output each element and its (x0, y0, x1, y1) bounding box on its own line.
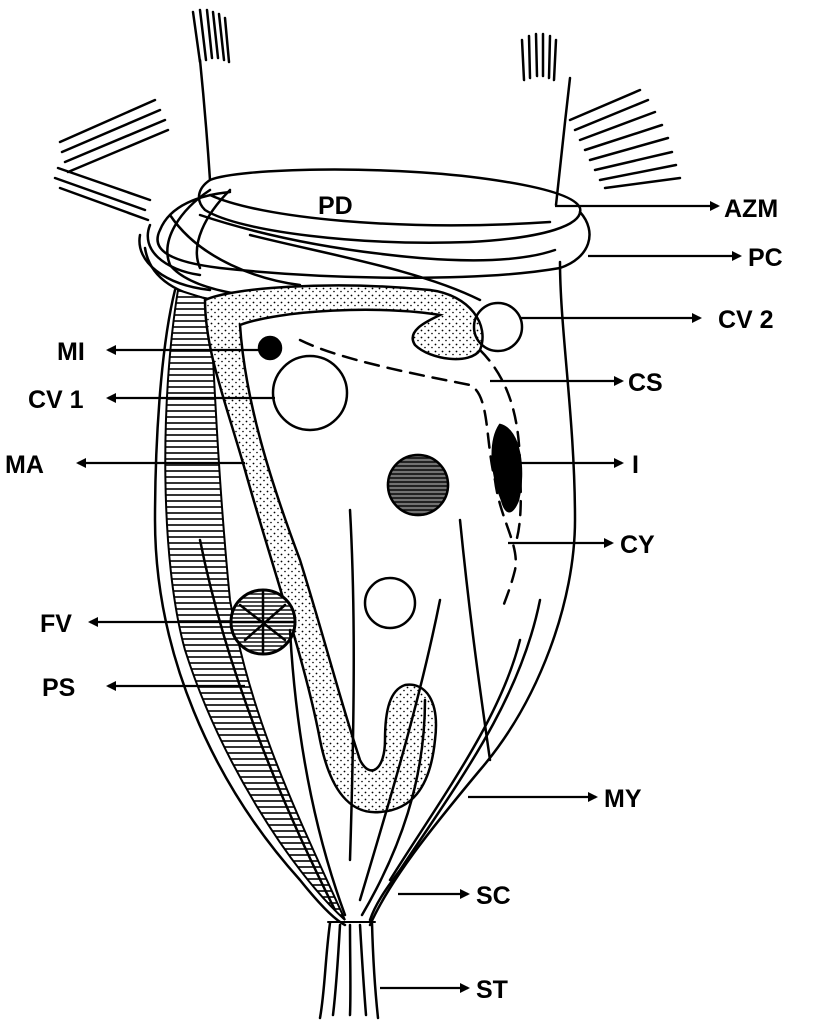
contractile-vacuole-1 (273, 356, 347, 430)
cilia-tuft-left (55, 100, 168, 220)
label-sc: SC (476, 882, 511, 910)
cilia-tuft-top-right (522, 34, 556, 80)
label-cs: CS (628, 369, 663, 397)
label-i: I (632, 451, 639, 479)
micronucleus (259, 337, 281, 359)
label-ma: MA (5, 451, 44, 479)
cilium-right-strand (556, 78, 570, 205)
label-fv: FV (40, 610, 72, 638)
label-ps: PS (42, 674, 75, 702)
disc-inner-line (210, 195, 550, 225)
stalk-outline-left (320, 923, 330, 1018)
cilia-tuft-right (570, 90, 680, 188)
food-vacuole-empty (365, 578, 415, 628)
label-cv1: CV 1 (28, 386, 84, 414)
label-cv2: CV 2 (718, 306, 774, 334)
label-st: ST (476, 976, 508, 1004)
label-pd: PD (318, 192, 353, 220)
myoneme-1 (350, 510, 354, 860)
stalk-outline-right (372, 923, 378, 1018)
cilium-left-strand (200, 60, 210, 180)
label-cy: CY (620, 531, 655, 559)
label-mi: MI (57, 338, 85, 366)
body-outline-right (370, 262, 575, 925)
label-my: MY (604, 785, 642, 813)
cilia-tuft-top-left (193, 10, 229, 62)
label-pc: PC (748, 244, 783, 272)
infundibulum (493, 425, 521, 511)
label-azm: AZM (724, 195, 778, 223)
